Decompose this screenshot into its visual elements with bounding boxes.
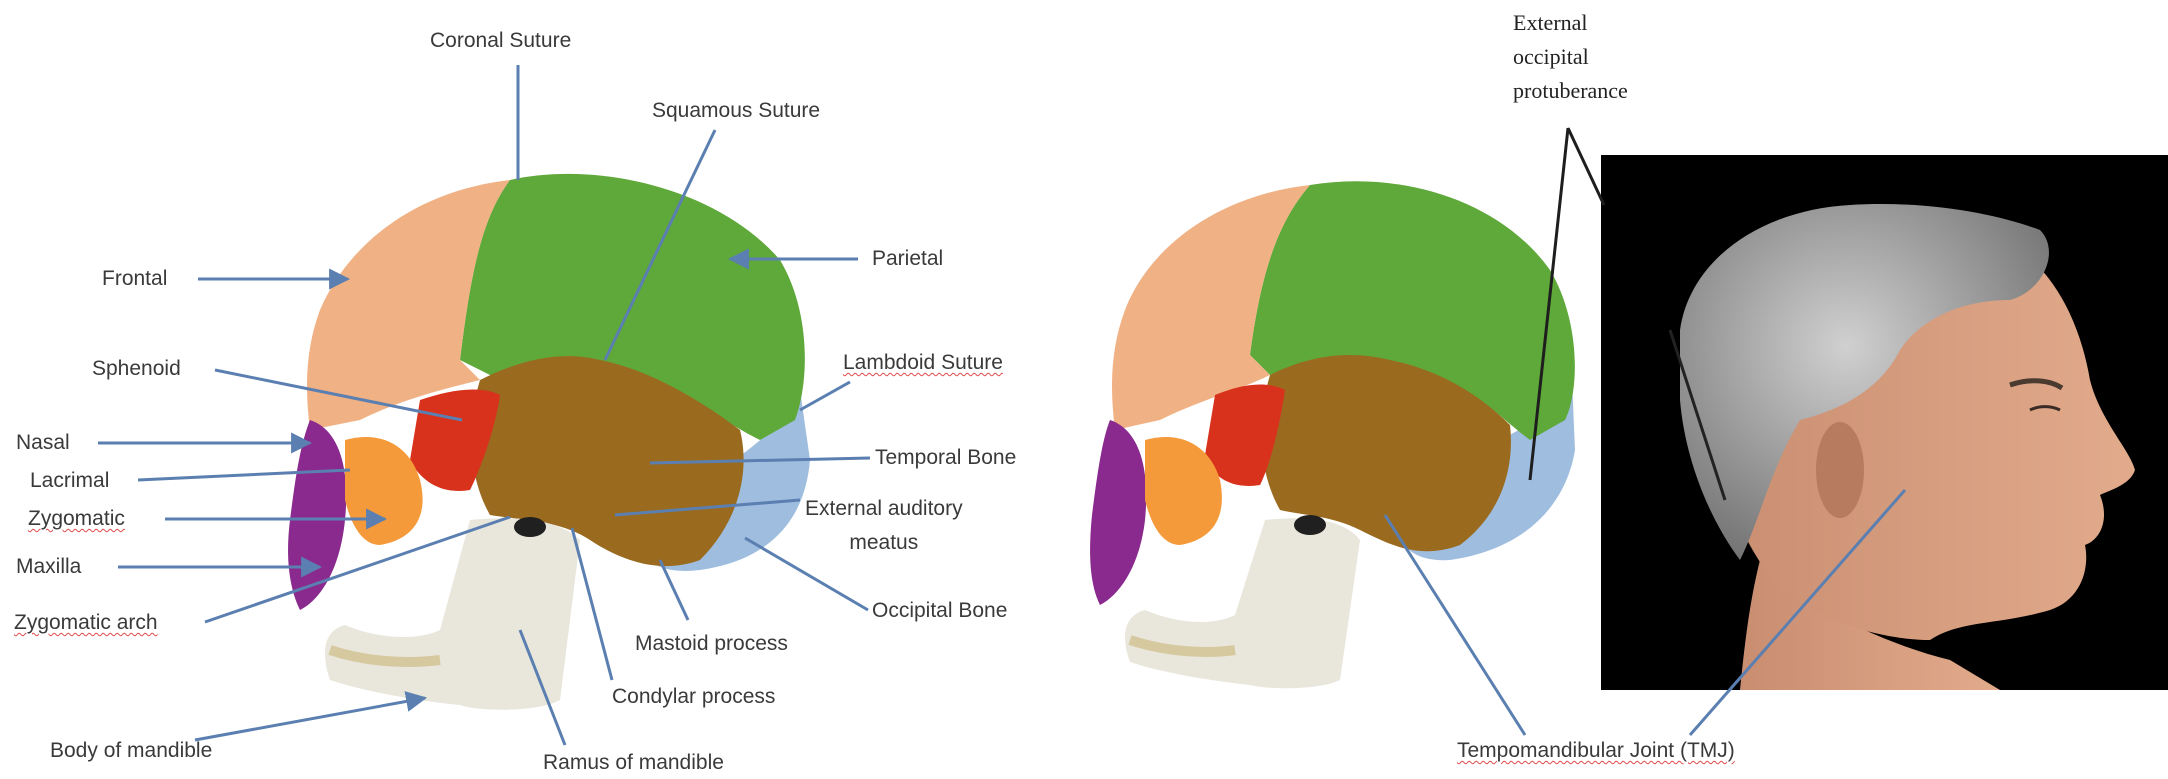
label-zygomatic: Zygomatic [28,508,125,529]
label-parietal: Parietal [872,248,943,269]
external-auditory-line2: meatus [805,526,963,560]
external-auditory-line1: External auditory [805,492,963,526]
external-occipital-line3: protuberance [1513,74,1683,108]
external-occipital-leader-photo [1568,128,1604,205]
external-occipital-line1: External [1513,6,1683,40]
label-squamous-suture: Squamous Suture [652,100,820,121]
label-occipital-bone: Occipital Bone [872,600,1007,621]
label-temporal-bone: Temporal Bone [875,447,1016,468]
label-nasal: Nasal [16,432,70,453]
label-lacrimal: Lacrimal [30,470,109,491]
label-external-occipital-protuberance: External occipital protuberance [1513,6,1683,108]
left-skull [288,174,810,710]
label-zygomatic-arch: Zygomatic arch [14,612,158,633]
right-mandible-shape [1125,518,1360,688]
zygomatic-shape [345,437,423,545]
label-coronal-suture: Coronal Suture [430,30,571,51]
profile-photo [1601,155,2168,690]
condylar-process-leader [572,528,612,680]
body-of-mandible-leader [195,698,425,740]
maxilla-shape [288,420,346,610]
label-external-auditory-meatus: External auditory meatus [805,492,963,560]
mandible-shape [325,518,580,710]
external-occipital-line2: occipital [1513,40,1683,74]
label-condylar-process: Condylar process [612,686,775,707]
label-maxilla: Maxilla [16,556,81,577]
label-ramus-of-mandible: Ramus of mandible [543,752,724,773]
label-tmj: Tempomandibular Joint (TMJ) [1457,740,1735,761]
label-frontal: Frontal [102,268,167,289]
label-mastoid-process: Mastoid process [635,633,788,654]
lambdoid-suture-leader [800,382,850,410]
label-sphenoid: Sphenoid [92,358,181,379]
right-skull [1090,181,1575,688]
label-lambdoid-suture: Lambdoid Suture [843,352,1003,373]
right-maxilla-shape [1090,420,1146,605]
label-body-of-mandible: Body of mandible [50,740,212,761]
